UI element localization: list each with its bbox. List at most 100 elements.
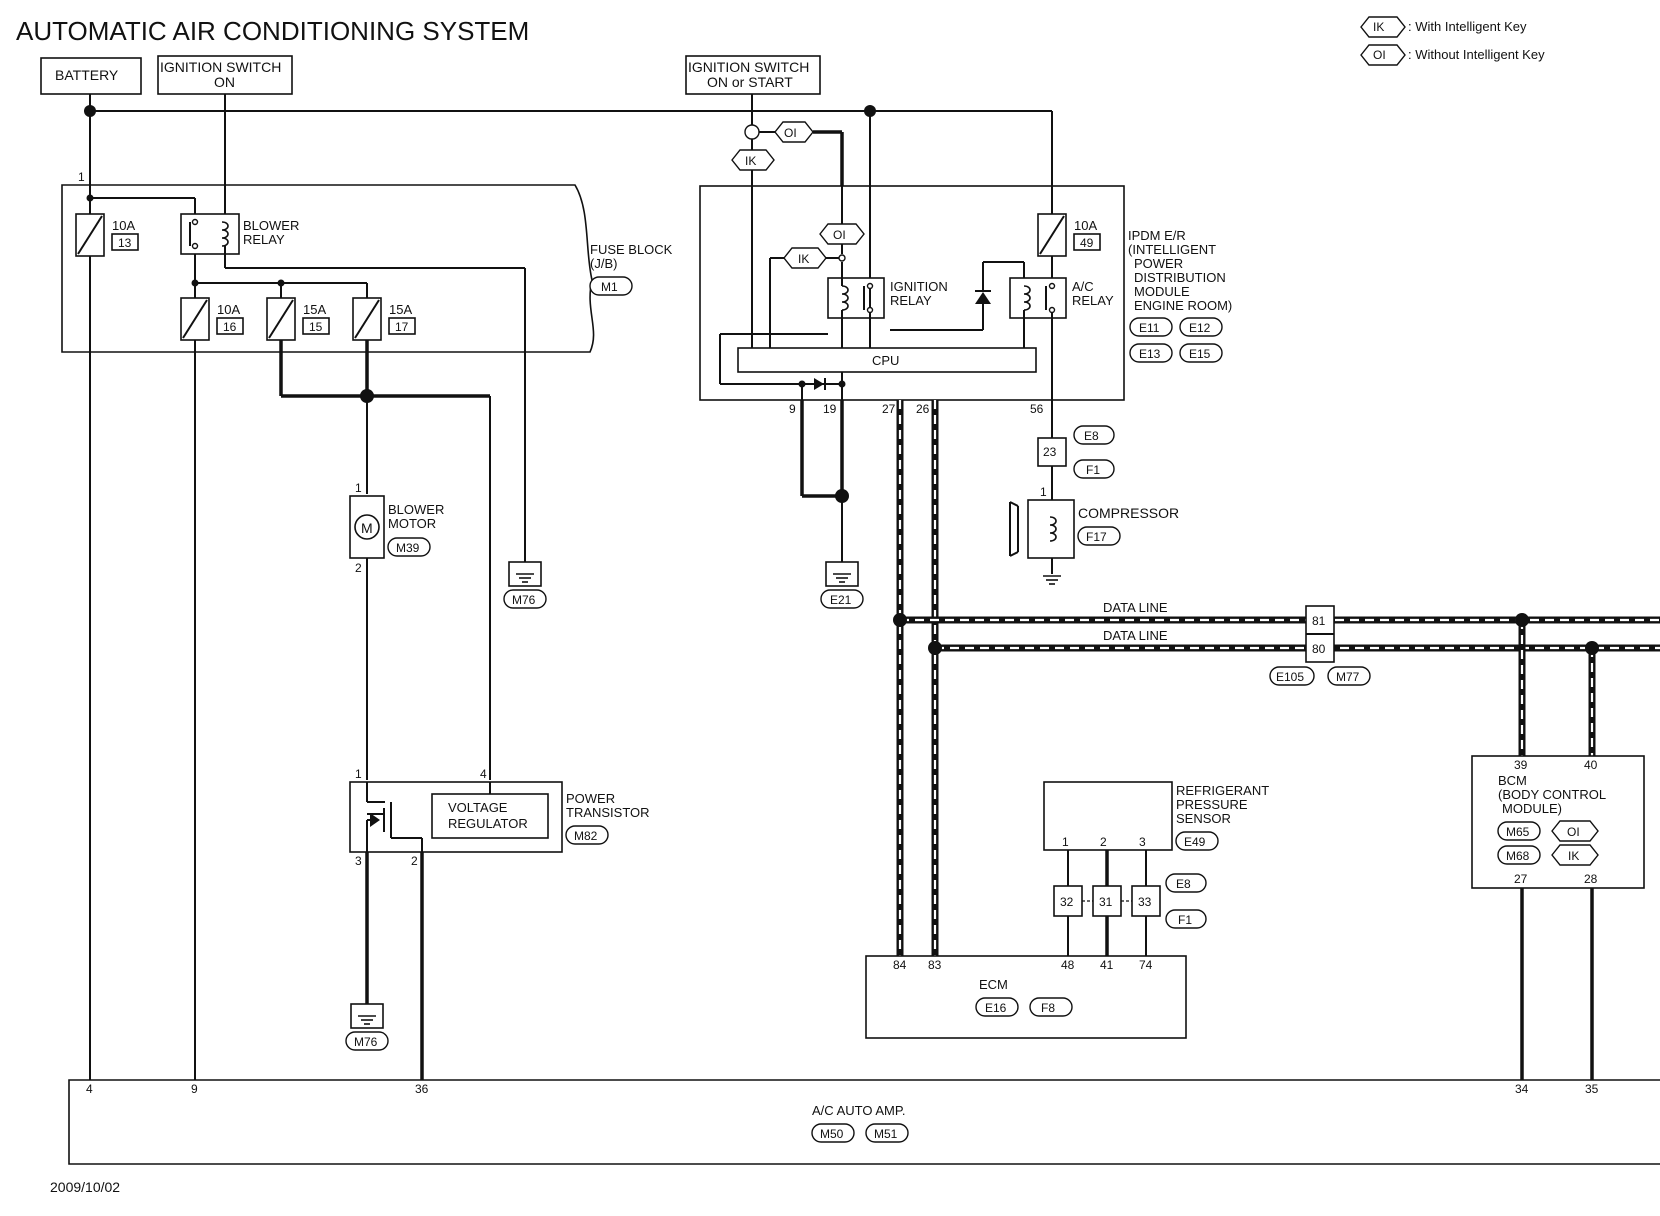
fuse-block: 1 10A 13 BLOWER RELAY 10A	[61, 94, 673, 353]
ecm-pin-48: 48	[1061, 958, 1075, 972]
ipdm-pin-26: 26	[916, 402, 930, 416]
ipdm-label-5: MODULE	[1134, 284, 1190, 299]
rps-label-2: PRESSURE	[1176, 797, 1248, 812]
bcm-pin-40: 40	[1584, 758, 1598, 772]
battery-label: BATTERY	[55, 67, 119, 83]
ipdm-label-1: IPDM E/R	[1128, 228, 1186, 243]
legend-ik-tag: IK	[1373, 20, 1384, 34]
fuse-16-num: 16	[223, 320, 237, 334]
ipdm-pin-9: 9	[789, 402, 796, 416]
compressor-joint: 23	[1043, 445, 1057, 459]
blower-relay-label-1: BLOWER	[243, 218, 299, 233]
ac-amp-pin-9: 9	[191, 1082, 198, 1096]
ign-start-label-1: IGNITION SWITCH	[688, 59, 809, 75]
ipdm-pin-56: 56	[1030, 402, 1044, 416]
compressor-conn-b: F1	[1086, 463, 1100, 477]
bcm-label-2: (BODY CONTROL	[1498, 787, 1606, 802]
rps-joint-32: 32	[1060, 895, 1074, 909]
ground-m76-upper-label: M76	[512, 593, 536, 607]
ipdm-label-3: POWER	[1134, 256, 1183, 271]
ign-on-label-1: IGNITION SWITCH	[160, 59, 281, 75]
bcm-conn-1: M65	[1506, 825, 1530, 839]
legend-oi-text: : Without Intelligent Key	[1408, 47, 1545, 62]
ipdm-ik-tag-top: IK	[745, 154, 756, 168]
rps-conn-a: E8	[1176, 877, 1191, 891]
bcm-conn-1-tag: OI	[1567, 825, 1580, 839]
power-transistor-connector: M82	[574, 829, 598, 843]
ecm-connector-1: E16	[985, 1001, 1007, 1015]
power-transistor-pin-2: 2	[411, 854, 418, 868]
ecm-connector-2: F8	[1041, 1001, 1055, 1015]
ipdm-ik-tag-relay: IK	[798, 252, 809, 266]
data-line-label-2: DATA LINE	[1103, 628, 1168, 643]
power-transistor-pin-4: 4	[480, 767, 487, 781]
blower-motor-label-2: MOTOR	[388, 516, 436, 531]
ipdm-connector-1: E11	[1139, 321, 1160, 335]
fuse-16-amp: 10A	[217, 302, 240, 317]
rps-joint-33: 33	[1138, 895, 1152, 909]
ac-amp-pin-36: 36	[415, 1082, 429, 1096]
ign-on-label-2: ON	[214, 74, 235, 90]
power-transistor-pin-1: 1	[355, 767, 362, 781]
ac-relay-label-2: RELAY	[1072, 293, 1114, 308]
compressor-conn-a: E8	[1084, 429, 1099, 443]
ignition-switch-on-source: IGNITION SWITCH ON	[157, 55, 293, 95]
refrigerant-pressure-sensor: 1 2 3 REFRIGERANT PRESSURE SENSOR E49 32…	[1043, 781, 1269, 956]
ground-e21: E21	[800, 400, 864, 609]
rps-joint-31: 31	[1099, 895, 1113, 909]
battery-source: BATTERY	[40, 57, 142, 95]
ipdm-oi-tag-relay: OI	[833, 228, 846, 242]
compressor-connector: F17	[1086, 530, 1107, 544]
legend: IK : With Intelligent Key OI : Without I…	[1360, 16, 1545, 66]
blower-motor-pin-1: 1	[355, 481, 362, 495]
rps-label-3: SENSOR	[1176, 811, 1231, 826]
ecm-pin-41: 41	[1100, 958, 1114, 972]
voltage-regulator-label-1: VOLTAGE	[448, 800, 508, 815]
power-transistor-pin-3: 3	[355, 854, 362, 868]
document-date: 2009/10/02	[50, 1179, 120, 1195]
blower-motor-symbol: M	[361, 520, 373, 536]
rps-pin-3: 3	[1139, 835, 1146, 849]
bcm-pin-27: 27	[1514, 872, 1528, 886]
legend-ik-text: : With Intelligent Key	[1408, 19, 1527, 34]
fuse-block-connector: M1	[601, 280, 618, 294]
ipdm-label-4: DISTRIBUTION	[1134, 270, 1226, 285]
ac-amp-connector-1: M50	[820, 1127, 844, 1141]
bcm-label-3: MODULE)	[1502, 801, 1562, 816]
ipdm-pin-27: 27	[882, 402, 896, 416]
fuse-17-amp: 15A	[389, 302, 412, 317]
page-title: AUTOMATIC AIR CONDITIONING SYSTEM	[16, 16, 529, 46]
ac-amp-connector-2: M51	[874, 1127, 898, 1141]
fuse-13-amp: 10A	[112, 218, 135, 233]
compressor-pin-1: 1	[1040, 485, 1047, 499]
bcm: 39 40 BCM (BODY CONTROL MODULE) M65 OI M…	[1471, 755, 1645, 1080]
ipdm-connector-2: E12	[1189, 321, 1211, 335]
fuse-block-name-2: (J/B)	[590, 256, 617, 271]
fuse-block-pin-1: 1	[78, 170, 85, 184]
ecm-pin-84: 84	[893, 958, 907, 972]
data-line-pin-81: 81	[1312, 614, 1326, 628]
ik-tag-shape	[1360, 16, 1406, 38]
data-line-conn-b: M77	[1336, 670, 1360, 684]
ground-m76-lower: M76	[345, 1003, 389, 1051]
blower-motor-pin-2: 2	[355, 561, 362, 575]
rps-connector: E49	[1184, 835, 1206, 849]
fuse-17-num: 17	[395, 320, 409, 334]
ac-amp-pin-35: 35	[1585, 1082, 1599, 1096]
ipdm-label-6: ENGINE ROOM)	[1134, 298, 1232, 313]
power-transistor-label-2: TRANSISTOR	[566, 805, 650, 820]
fuse-15-amp: 15A	[303, 302, 326, 317]
ipdm-er: OI IK OI IK IGNITION RELAY 10A 4	[699, 94, 1232, 416]
blower-motor-connector: M39	[396, 541, 420, 555]
ac-auto-amp: 4 9 36 34 35 A/C AUTO AMP. M50 M51	[68, 1079, 1660, 1165]
rps-pin-1: 1	[1062, 835, 1069, 849]
power-transistor: 1 4 VOLTAGE REGULATOR 3 2 POWER TRANSIST…	[349, 767, 650, 1080]
rps-pin-2: 2	[1100, 835, 1107, 849]
ipdm-label-2: (INTELLIGENT	[1128, 242, 1216, 257]
bcm-pin-39: 39	[1514, 758, 1528, 772]
ac-relay-label-1: A/C	[1072, 279, 1094, 294]
ecm: 84 83 48 41 74 ECM E16 F8	[865, 955, 1187, 1039]
ipdm-oi-tag-top: OI	[784, 126, 797, 140]
bcm-conn-2-tag: IK	[1568, 849, 1579, 863]
blower-relay-label-2: RELAY	[243, 232, 285, 247]
